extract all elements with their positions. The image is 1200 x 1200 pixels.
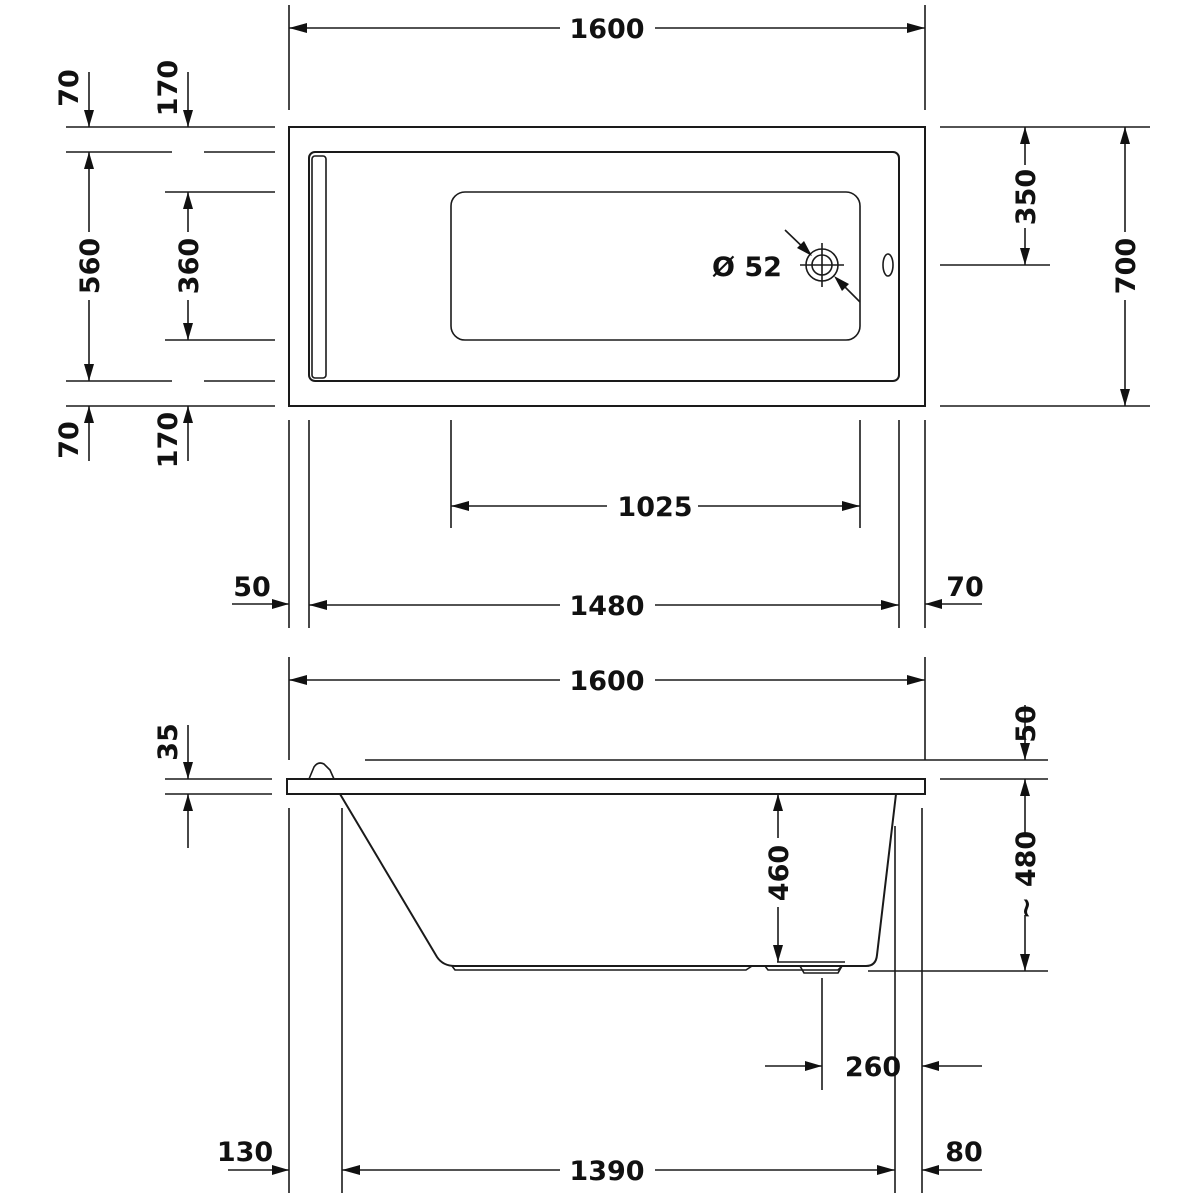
side-basin-profile [339,793,897,967]
side-drain-icon [799,965,843,974]
dim-inner-length-1480: 1480 [569,591,644,622]
dim-overall-width-700: 700 [1111,238,1142,294]
dim-overall-height-480: ~ 480 [1011,831,1042,919]
plan-inner-basin [308,151,900,382]
dim-top-rim-70: 70 [54,69,85,107]
side-rim [286,778,926,795]
dim-rim-offset-50: 50 [1011,705,1042,743]
dim-top-floor-offset-170: 170 [153,60,184,116]
dim-bottom-rim-70: 70 [54,421,85,459]
dim-floor-width-360: 360 [174,238,205,294]
dim-base-length-1390: 1390 [569,1156,644,1187]
dim-inner-width-560: 560 [75,238,106,294]
plan-floor [450,191,861,341]
dim-inner-length-row: 50 1480 70 [232,420,984,628]
plan-backrest [311,155,327,379]
dim-rim-thickness-35: 35 [153,723,184,761]
dim-top-overall-length: 1600 [288,5,926,110]
dim-right-vertical: 350 700 [940,126,1150,407]
dim-plan-length-1600: 1600 [569,14,644,45]
side-view [286,762,926,974]
dim-floor-length: 1025 [450,420,861,528]
dim-right-offset-80: 80 [945,1137,983,1168]
side-extension-lines [288,808,923,1193]
dim-inner-depth: 460 [764,794,795,962]
dim-rim-thickness: 35 [153,723,272,848]
dim-drain-position-350: 350 [1011,169,1042,225]
dim-inner-depth-460: 460 [764,845,795,901]
dim-left-offset-130: 130 [217,1137,273,1168]
dim-bottom-floor-offset-170: 170 [153,412,184,468]
plan-outer-rim [288,126,926,407]
drain-icon [800,243,844,287]
plan-view: Ø 52 [288,126,926,407]
dim-drain-diameter: Ø 52 [712,252,782,283]
dim-floor-length-1025: 1025 [617,492,692,523]
dim-base-row: 130 1390 80 [217,1137,983,1187]
dim-overall-height: ~ 480 [868,779,1048,972]
dim-left-rim-50: 50 [233,572,271,603]
overflow-icon [882,253,894,277]
dim-side-length-1600: 1600 [569,666,644,697]
dim-rim-offset: 50 [365,705,1048,780]
dim-side-overall-length: 1600 [288,657,926,760]
dim-drain-offset-260: 260 [845,1052,901,1083]
dim-left-vertical: 70 170 560 360 70 170 [54,60,275,468]
dim-drain-offset: 260 [765,1052,982,1083]
dim-right-rim-70: 70 [946,572,984,603]
